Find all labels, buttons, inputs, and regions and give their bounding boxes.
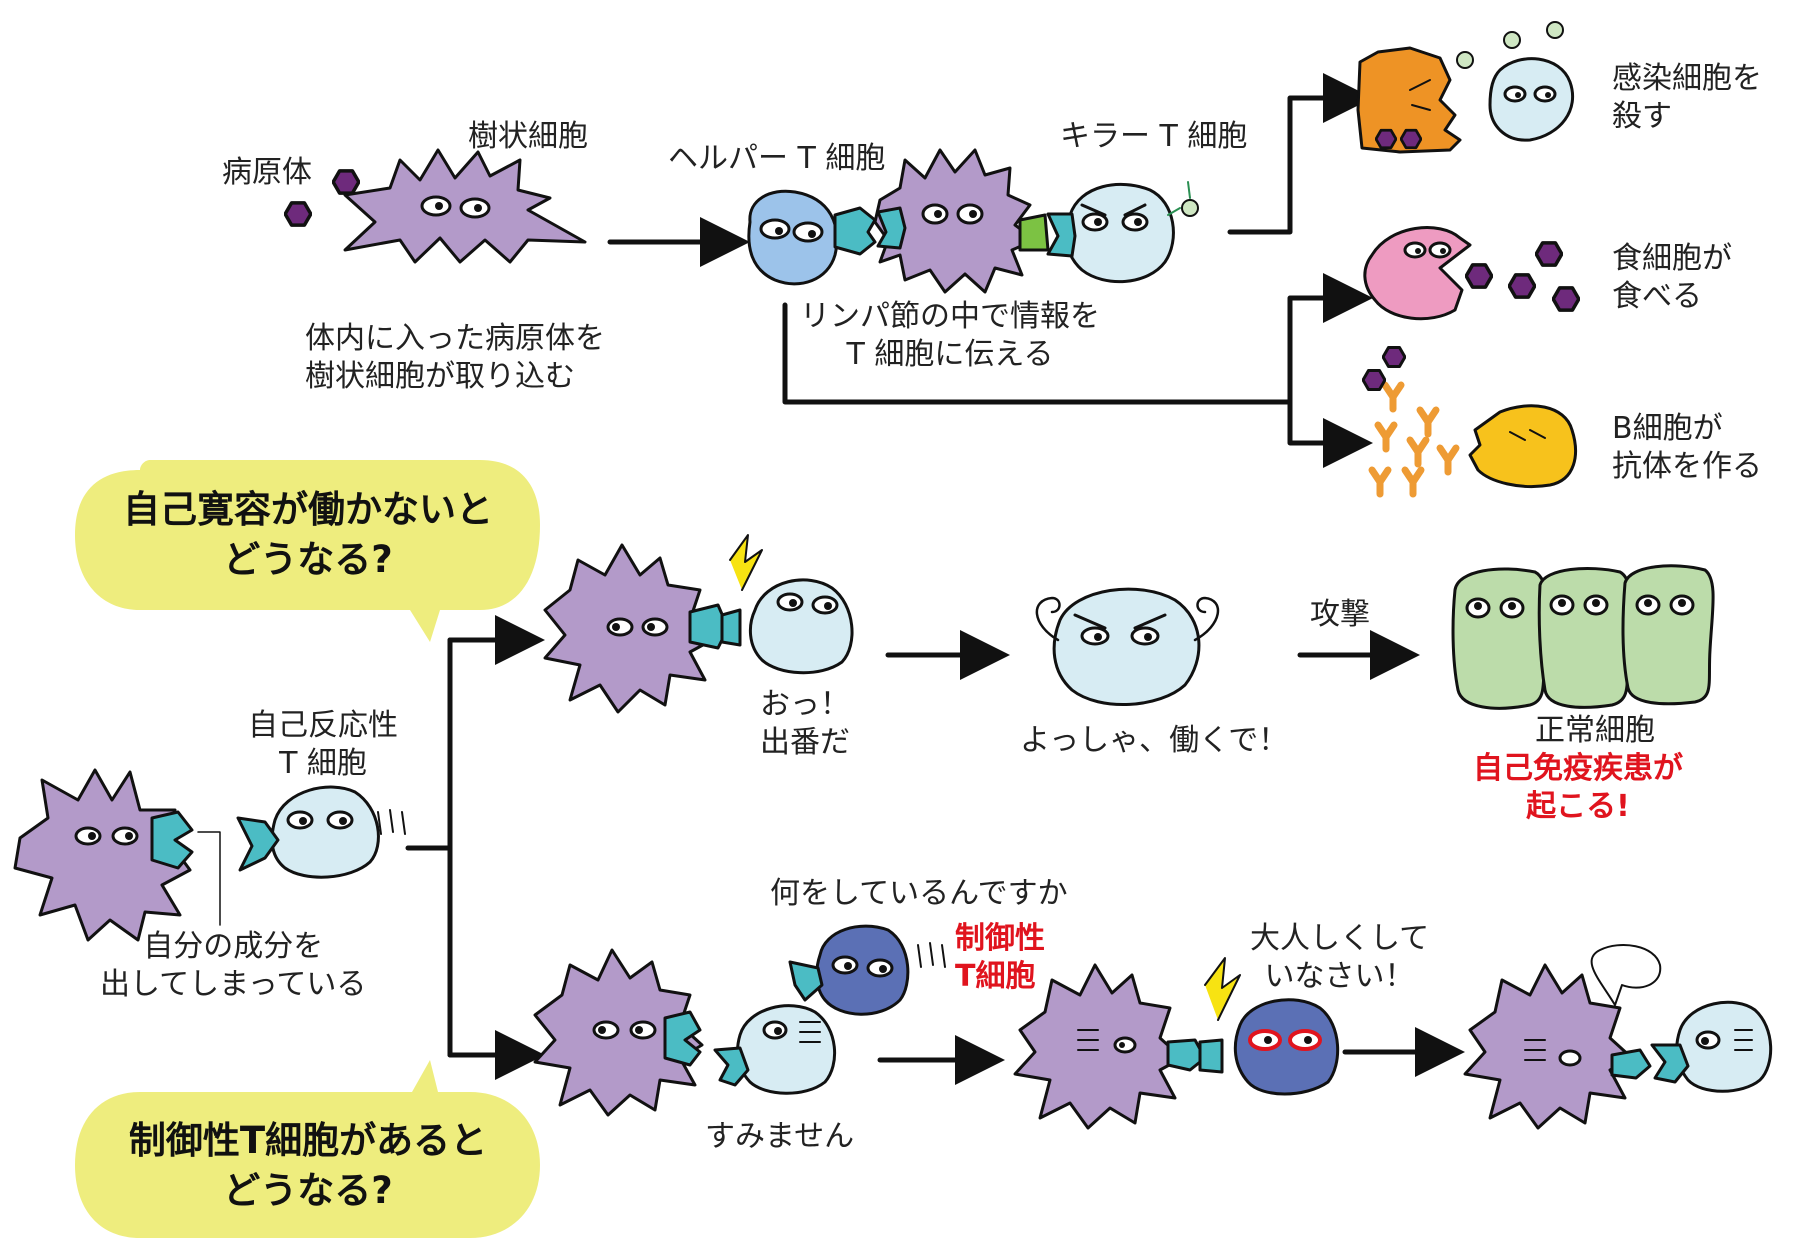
label-killer: キラー T 細胞: [1060, 119, 1248, 154]
pathogen-icon: [1508, 273, 1536, 299]
pathogen-icon: [1382, 346, 1406, 368]
label-nani: 何をしているんですか: [770, 876, 1068, 911]
label-uptake: 体内に入った病原体を 樹状細胞が取り込む: [305, 321, 605, 394]
autoreactive-t-cell: [236, 785, 406, 879]
label-antibody: B細胞が 抗体を作る: [1612, 411, 1762, 484]
dendritic-cell: [343, 148, 587, 264]
killer-t-cell-attacking: [1456, 21, 1575, 142]
pathogen-icon: [1552, 286, 1580, 312]
regulatory-t-cell-suppressing: [1233, 998, 1340, 1096]
question-bubble-top: [75, 460, 540, 642]
regulatory-t-cell: [788, 924, 946, 1016]
label-yosha: よっしゃ、働くで！: [1020, 723, 1289, 758]
label-dendritic: 樹状細胞: [468, 119, 588, 154]
infected-cell: [1356, 46, 1462, 154]
macrophage: [1363, 226, 1493, 321]
label-helper: ヘルパー T 細胞: [668, 141, 886, 176]
label-pathogen: 病原体: [222, 155, 312, 190]
dendritic-cell-row1: [543, 534, 763, 714]
self-presenting-dendritic-cell: [13, 768, 221, 942]
label-disease: 自己免疫疾患が 起こる!: [1473, 751, 1683, 824]
suppressed-dendritic-cell: [1013, 957, 1241, 1130]
label-eat: 食細胞が 食べる: [1612, 241, 1732, 314]
label-lymph: リンパ節の中で情報を T 細胞に伝える: [800, 299, 1100, 372]
label-regulatory-t: 制御性 T細胞: [955, 921, 1045, 994]
question-no-tolerance: 自己寛容が働かないと どうなる?: [123, 488, 493, 581]
label-attack: 攻撃: [1310, 597, 1370, 632]
calmed-t-cell: [1650, 1000, 1773, 1093]
arrow-antibody: [1287, 399, 1373, 468]
b-cell: [1468, 404, 1577, 489]
label-normal: 正常細胞: [1535, 713, 1655, 748]
normal-cells: [1451, 564, 1715, 710]
pathogen-icon: [1535, 241, 1563, 267]
pathogen-icon: [284, 201, 312, 227]
label-autoreactive: 自己反応性 T 細胞: [248, 708, 398, 781]
killer-t-cell: [1046, 181, 1199, 284]
thought-bubble: [1590, 944, 1662, 1006]
pathogen-icon: [332, 169, 360, 195]
label-otonashiku: 大人しくして いなさい！: [1250, 921, 1430, 994]
label-sumimasen: すみません: [705, 1119, 855, 1154]
question-regulatory: 制御性T細胞があると どうなる?: [128, 1119, 488, 1212]
label-self-component: 自分の成分を 出してしまっている: [100, 929, 367, 1002]
autoreactive-t-cell-row1: [748, 578, 854, 675]
dendritic-cell-row2: [533, 948, 704, 1117]
autoreactive-t-cell-row2: [713, 1004, 837, 1095]
calmed-dendritic-cell: [1463, 963, 1652, 1130]
antibodies: [1368, 381, 1460, 498]
label-kill: 感染細胞を 殺す: [1612, 61, 1762, 134]
pathogen-icon: [1362, 369, 1386, 391]
arrow-kill: [1227, 73, 1373, 235]
antigen-presenting-cell: [873, 148, 1050, 294]
question-bubble-bottom: [75, 1060, 540, 1238]
activated-t-cell: [1035, 587, 1220, 706]
helper-t-cell: [747, 189, 877, 286]
label-ooh: おっ！ 出番だ: [760, 687, 850, 760]
